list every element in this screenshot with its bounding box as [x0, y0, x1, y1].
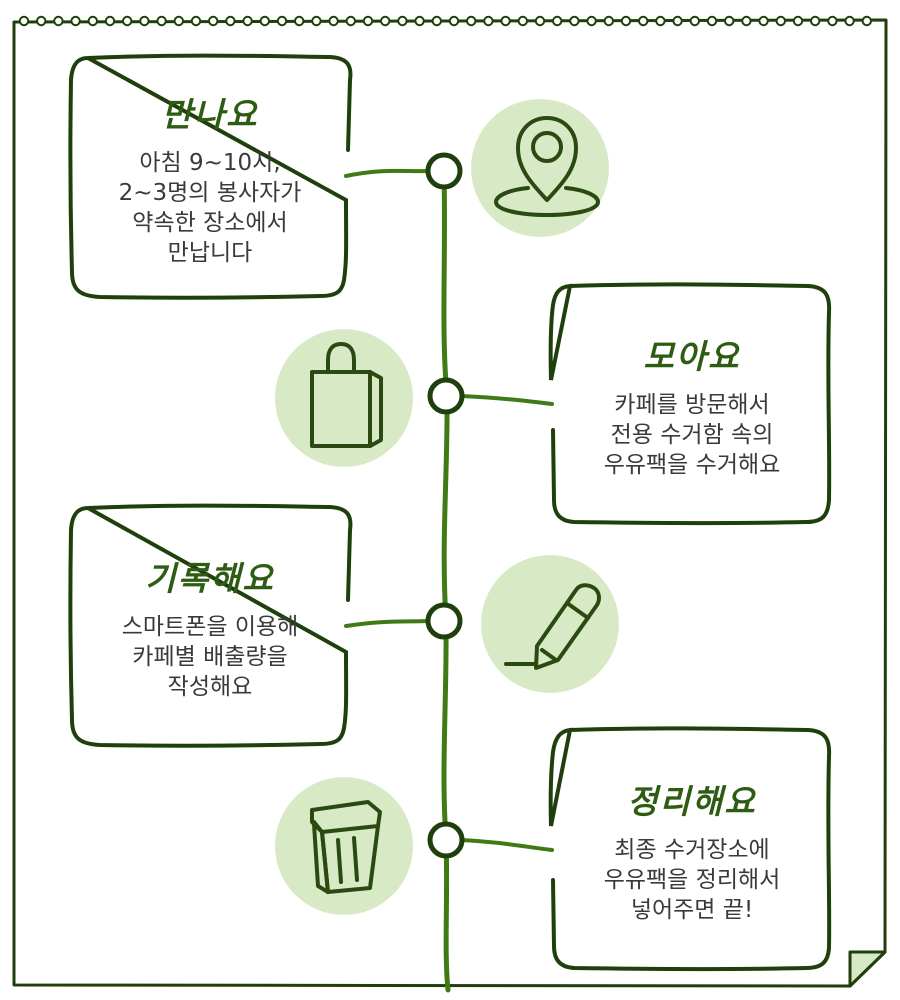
binding-ring — [466, 15, 477, 27]
icon-circle-4 — [275, 777, 413, 915]
step-title: 기록해요 — [145, 559, 275, 598]
binding-ring — [483, 15, 494, 27]
binding-ring — [689, 15, 700, 27]
binding-ring — [724, 15, 735, 27]
step-card-4: 정리해요 최종 수거장소에 우유팩을 정리해서 넣어주면 끝! — [556, 734, 828, 966]
binding-ring — [259, 15, 270, 27]
binding-ring — [208, 15, 219, 27]
binding-ring — [380, 15, 391, 27]
binding-ring — [104, 15, 116, 27]
step-title: 정리해요 — [627, 782, 757, 821]
binding-ring — [517, 15, 528, 27]
binding-ring — [741, 15, 752, 27]
step-description: 스마트폰을 이용해 카페별 배출량을 작성해요 — [121, 614, 299, 700]
timeline-node-4 — [427, 821, 465, 859]
binding-ring — [70, 15, 81, 27]
timeline-node-2 — [427, 377, 465, 415]
binding-ring — [758, 15, 769, 27]
binding-ring — [294, 15, 305, 27]
card-border-4 — [548, 726, 832, 972]
binding-ring — [706, 15, 718, 27]
binding-ring — [448, 15, 460, 27]
timeline-node-1 — [425, 152, 463, 190]
card-border-3 — [68, 503, 353, 748]
connector-1 — [344, 168, 430, 178]
binding-ring — [18, 15, 30, 27]
step-description: 아침 9~10시, 2~3명의 봉사자가 약속한 장소에서 만납니다 — [118, 150, 302, 266]
binding-ring — [603, 15, 614, 27]
binding-ring — [225, 15, 236, 27]
card-border-2 — [548, 282, 832, 526]
binding-ring — [569, 15, 580, 27]
binding-ring — [431, 15, 442, 27]
folded-corner — [848, 950, 887, 988]
step-card-3: 기록해요 스마트폰을 이용해 카페별 배출량을 작성해요 — [74, 512, 346, 742]
binding-ring — [534, 15, 546, 27]
binding-ring — [397, 15, 408, 27]
connector-3 — [344, 619, 430, 628]
binding-ring — [792, 15, 804, 27]
binding-ring — [844, 15, 855, 27]
connector-4 — [460, 838, 554, 852]
binding-ring — [827, 15, 838, 27]
step-title: 모아요 — [643, 337, 741, 376]
icon-circle-2 — [275, 329, 413, 467]
trash-bin-icon — [310, 800, 382, 894]
binding-ring — [156, 15, 167, 27]
binding-ring — [36, 15, 47, 27]
binding-ring — [500, 15, 511, 27]
binding-ring — [552, 15, 563, 27]
binding-ring — [775, 15, 786, 27]
binding-ring — [620, 15, 632, 27]
binding-ring — [414, 15, 425, 27]
shopping-bag-icon — [310, 342, 383, 448]
binding-ring — [311, 15, 322, 27]
binding-ring — [87, 15, 99, 27]
step-description: 카페를 방문해서 전용 수거함 속의 우유팩을 수거해요 — [603, 392, 781, 478]
card-border-1 — [68, 53, 353, 300]
connector-2 — [460, 394, 554, 406]
binding-ring — [122, 15, 133, 27]
binding-ring — [242, 15, 253, 27]
pencil-icon — [504, 583, 601, 670]
location-pin-icon — [494, 116, 600, 217]
binding-ring — [672, 15, 683, 27]
binding-ring — [139, 15, 150, 27]
binding-ring — [345, 15, 356, 27]
binding-ring — [173, 15, 185, 27]
step-title: 만나요 — [161, 95, 259, 134]
timeline-node-3 — [425, 602, 463, 640]
step-card-1: 만나요 아침 9~10시, 2~3명의 봉사자가 약속한 장소에서 만납니다 — [74, 62, 346, 294]
binding-ring — [53, 15, 64, 27]
binding-ring — [190, 15, 202, 27]
binding-ring — [638, 15, 649, 27]
binding-ring — [655, 15, 666, 27]
binding-ring — [810, 15, 821, 27]
binding-ring — [328, 15, 339, 27]
binding-ring — [276, 15, 288, 27]
ring-binding — [18, 15, 872, 27]
step-description: 최종 수거장소에 우유팩을 정리해서 넣어주면 끝! — [603, 837, 781, 923]
binding-ring — [861, 15, 872, 27]
binding-ring — [586, 15, 597, 27]
step-card-2: 모아요 카페를 방문해서 전용 수거함 속의 우유팩을 수거해요 — [556, 290, 828, 520]
binding-ring — [362, 15, 374, 27]
